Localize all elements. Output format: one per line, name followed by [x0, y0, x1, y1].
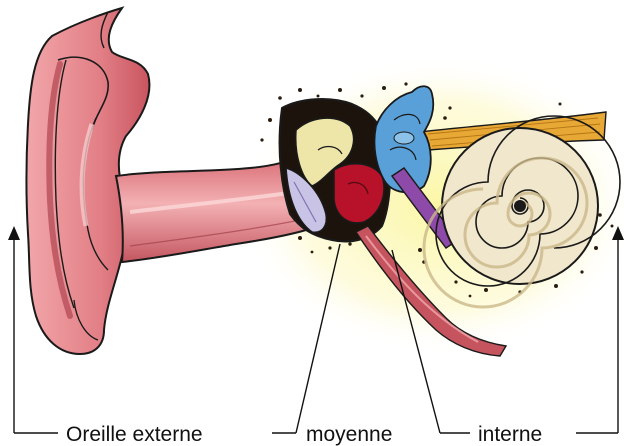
label-inner-ear: interne: [478, 423, 542, 446]
middle-ear: [280, 99, 390, 241]
label-middle-ear: moyenne: [306, 423, 392, 446]
arrow-up-icon: [8, 226, 20, 240]
label-outer-ear: Oreille externe: [66, 423, 203, 446]
